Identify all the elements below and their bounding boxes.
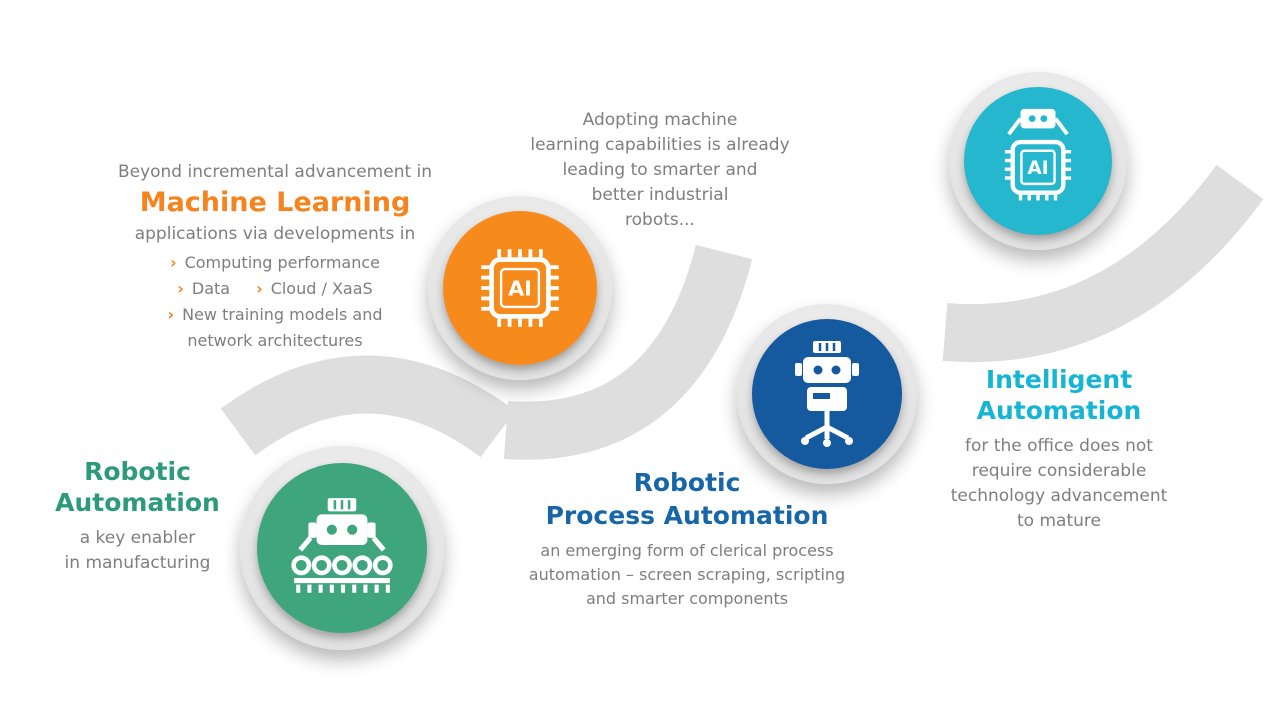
machine-learning-circle: AI [443,211,597,365]
ml-bullet-4-text: New training models and [182,305,383,324]
ml-bullet-row-2: › Data › Cloud / XaaS [110,276,440,302]
intelligent-automation-block: Intelligent Automation for the office do… [945,364,1173,534]
process-automation-bubble [737,304,917,484]
process-automation-block: Robotic Process Automation an emerging f… [512,466,862,611]
ribbon-segment-3 [942,164,1264,363]
robotic-automation-block: Robotic Automation a key enabler in manu… [45,456,230,576]
process-automation-title-line1: Robotic [633,468,741,497]
robotic-automation-desc: a key enabler in manufacturing [45,526,230,576]
ml-bullets: ›Computing performance ›Data›Cloud / Xaa… [110,250,440,354]
ml-bullet-3-text: Cloud / XaaS [270,279,373,298]
ml-subtitle: applications via developments in [134,224,416,244]
ribbon-segment-1 [220,355,516,458]
intelligent-automation-desc: for the office does not require consider… [945,434,1173,534]
ml-title: Machine Learning [139,187,411,218]
adopting-note-block: Adopting machine learning capabilities i… [515,108,805,233]
robot-ai-chip-icon: AI [1004,108,1072,201]
robotic-automation-title-line2: Automation [55,488,220,517]
desc-line: in manufacturing [64,553,211,573]
ml-intro: Beyond incremental advancement in [117,162,433,182]
intelligent-automation-bubble: AI [949,72,1127,250]
desc-line: a key enabler [79,528,196,548]
robot-conveyor-icon [291,498,393,593]
process-automation-title-line2: Process Automation [545,501,829,530]
ai-chip-label: AI [1027,158,1048,179]
adopting-line: Adopting machine [582,110,738,130]
intelligent-automation-title-line1: Intelligent [985,365,1133,394]
ml-bullet-4-line1: › New training models and [110,302,440,328]
adopting-line: learning capabilities is already [530,135,790,155]
desc-line: for the office does not [965,436,1153,456]
desc-line: require considerable [971,461,1147,481]
ai-chip-icon: AI [481,249,559,327]
desc-line: automation – screen scraping, scripting [528,565,846,584]
intelligent-automation-circle: AI [964,87,1112,235]
robotic-automation-title-line1: Robotic [84,457,191,486]
desc-line: an emerging form of clerical process [540,541,834,560]
adopting-line: better industrial [591,185,729,205]
ai-chip-label: AI [508,277,532,301]
machine-learning-bubble: AI [428,196,612,380]
intelligent-automation-title-line2: Automation [976,396,1142,425]
process-automation-circle [752,319,902,469]
bullet-marker-icon: › [177,279,184,298]
robotic-automation-bubble [240,446,444,650]
desc-line: and smarter components [585,589,789,608]
office-robot-icon [795,341,859,447]
adopting-line: robots... [625,210,695,230]
bullet-marker-icon: › [167,305,175,324]
adopting-line: leading to smarter and [562,160,758,180]
ribbon-segment-2 [503,244,753,460]
process-automation-desc: an emerging form of clerical process aut… [512,539,862,611]
robotic-automation-circle [257,463,427,633]
ml-bullet-4-line2: network architectures [187,331,363,350]
ml-bullet-1: › Computing performance [110,250,440,276]
ml-bullet-1-text: Computing performance [184,253,380,272]
desc-line: technology advancement [950,486,1168,506]
ml-bullet-2-text: Data [191,279,231,298]
desc-line: to mature [1017,511,1101,531]
bullet-marker-icon: › [169,253,177,272]
bullet-marker-icon: › [256,279,263,298]
machine-learning-block: Beyond incremental advancement in Machin… [110,160,440,354]
